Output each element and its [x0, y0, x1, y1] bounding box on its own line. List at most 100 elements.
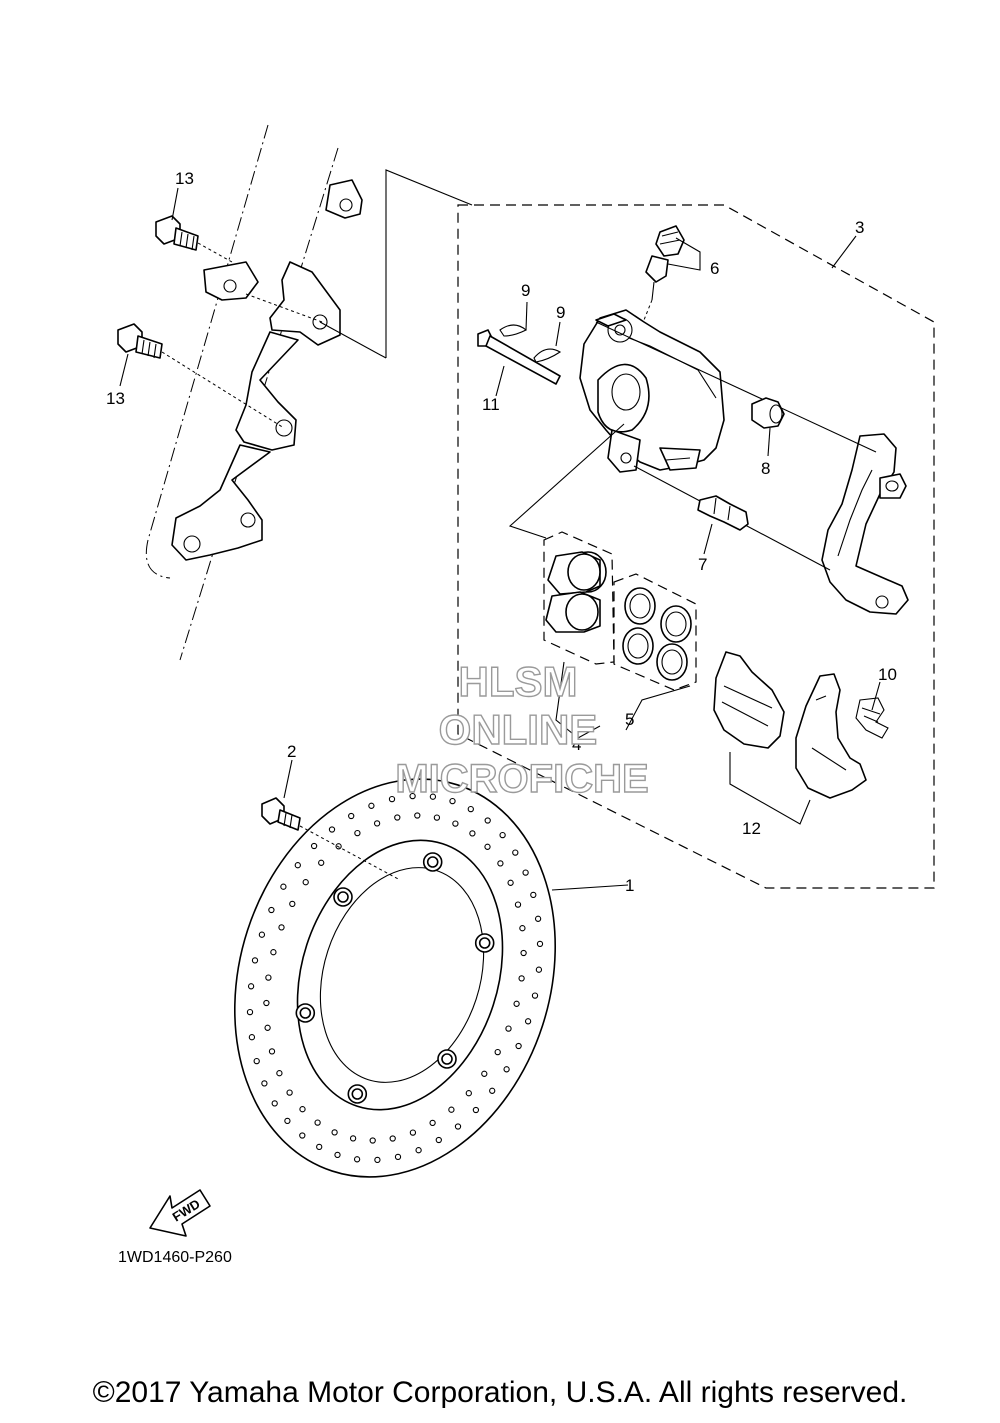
- disc-bolt-assembly-line: [299, 825, 401, 881]
- disc-vent-hole: [484, 817, 491, 824]
- callout-10: 10: [878, 665, 897, 684]
- disc-vent-hole: [531, 992, 539, 999]
- caliper-pistons: [543, 531, 615, 665]
- disc-vent-hole: [507, 879, 514, 886]
- disc-vent-hole: [261, 1080, 268, 1087]
- disc-vent-hole: [263, 999, 270, 1007]
- disc-rivet: [337, 891, 349, 903]
- disc-vent-hole: [271, 1100, 278, 1107]
- disc-vent-hole: [518, 975, 525, 982]
- disc-vent-hole: [276, 1070, 283, 1077]
- disc-vent-hole: [280, 883, 287, 890]
- disc-vent-hole: [251, 957, 259, 964]
- disc-vent-hole: [286, 1089, 293, 1096]
- disc-vent-hole: [448, 1106, 455, 1113]
- disc-vent-hole: [373, 820, 381, 827]
- disc-vent-hole: [409, 1129, 417, 1136]
- disc-rivet: [351, 1088, 364, 1100]
- diagram-code: 1WD1460-P260: [118, 1249, 232, 1266]
- disc-vent-hole: [354, 829, 361, 837]
- watermark-line-2: ONLINE: [439, 706, 598, 753]
- disc-vent-hole: [294, 862, 301, 869]
- disc-vent-hole: [258, 931, 266, 938]
- disc-vent-hole: [494, 1048, 501, 1056]
- disc-vent-hole: [499, 831, 506, 839]
- disc-vent-holes: [246, 792, 544, 1164]
- disc-vent-hole: [497, 860, 504, 867]
- disc-vent-hole: [472, 1106, 480, 1114]
- disc-vent-hole: [316, 1143, 323, 1151]
- callout-9-right: 9: [556, 303, 565, 322]
- disc-rivet: [299, 1007, 312, 1019]
- disc-vent-hole: [331, 1129, 338, 1136]
- disc-vent-hole: [369, 1137, 376, 1144]
- disc-vent-hole: [435, 1136, 442, 1144]
- bolt-13-upper: [155, 215, 199, 251]
- callout-6: 6: [710, 259, 719, 278]
- callout-8: 8: [761, 459, 770, 478]
- callout-13-upper: 13: [175, 169, 194, 188]
- disc-vent-hole: [265, 974, 272, 981]
- disc-vent-hole: [503, 1066, 510, 1073]
- disc-vent-hole: [414, 812, 421, 819]
- disc-vent-hole: [524, 1018, 532, 1025]
- bleed-screw: [645, 225, 685, 301]
- disc-vent-hole: [489, 1087, 496, 1094]
- disc-vent-hole: [284, 1117, 291, 1125]
- disc-vent-hole: [247, 983, 255, 990]
- disc-vent-hole: [248, 1034, 256, 1041]
- disc-vent-hole: [348, 812, 355, 820]
- disc-rivet: [426, 856, 439, 868]
- disc-vent-hole: [314, 1119, 321, 1126]
- bolt-upper-assembly-line: [197, 242, 323, 323]
- brake-pad-outer: [795, 673, 867, 799]
- disc-vent-hole: [268, 906, 275, 914]
- caliper-seal-kit: [613, 573, 697, 691]
- brake-pad-inner: [713, 651, 785, 749]
- callout-11: 11: [482, 395, 500, 414]
- disc-vent-hole: [449, 797, 456, 805]
- disc-vent-hole: [389, 1135, 396, 1142]
- disc-bolt: [261, 797, 301, 831]
- disc-vent-hole: [299, 1132, 306, 1139]
- brake-caliper-body: [579, 309, 725, 473]
- disc-vent-hole: [246, 1008, 254, 1016]
- disc-vent-hole: [484, 843, 491, 850]
- slide-pin-boot: [751, 397, 785, 429]
- caliper-to-piston-line: [508, 423, 625, 539]
- disc-vent-hole: [535, 966, 543, 973]
- disc-vent-hole: [467, 805, 474, 813]
- pad-pin-clip-1: [499, 301, 528, 337]
- disc-rivet: [441, 1053, 453, 1065]
- bracket-axis-line: [319, 321, 387, 359]
- disc-vent-hole: [253, 1057, 260, 1065]
- disc-vent-hole: [534, 915, 542, 922]
- watermark-line-3: MICROFICHE: [395, 757, 648, 801]
- disc-vent-hole: [310, 842, 318, 850]
- disc-vent-hole: [374, 1156, 381, 1164]
- disc-vent-hole: [318, 859, 325, 866]
- disc-vent-hole: [394, 1153, 402, 1161]
- disc-vent-hole: [394, 814, 401, 821]
- disc-vent-hole: [514, 901, 522, 908]
- disc-vent-hole: [388, 795, 396, 803]
- pad-pin: [477, 329, 561, 385]
- callout-3: 3: [855, 218, 864, 237]
- disc-vent-hole: [452, 820, 459, 827]
- callout-12: 12: [742, 819, 761, 838]
- callout-13-lower: 13: [106, 389, 125, 408]
- callout-1: 1: [625, 876, 634, 895]
- disc-vent-hole: [299, 1106, 306, 1113]
- slide-pin-axis-line: [595, 321, 877, 453]
- disc-vent-hole: [433, 814, 441, 821]
- pad-spring: [855, 697, 889, 739]
- disc-vent-hole: [519, 925, 526, 932]
- disc-vent-hole: [512, 849, 519, 856]
- callout-leaders: [119, 187, 881, 891]
- disc-vent-hole: [268, 1048, 276, 1055]
- fork-caliper-bracket: [171, 179, 363, 561]
- disc-vent-hole: [349, 1135, 357, 1142]
- disc-rivet: [478, 937, 491, 949]
- callout-2: 2: [287, 742, 296, 761]
